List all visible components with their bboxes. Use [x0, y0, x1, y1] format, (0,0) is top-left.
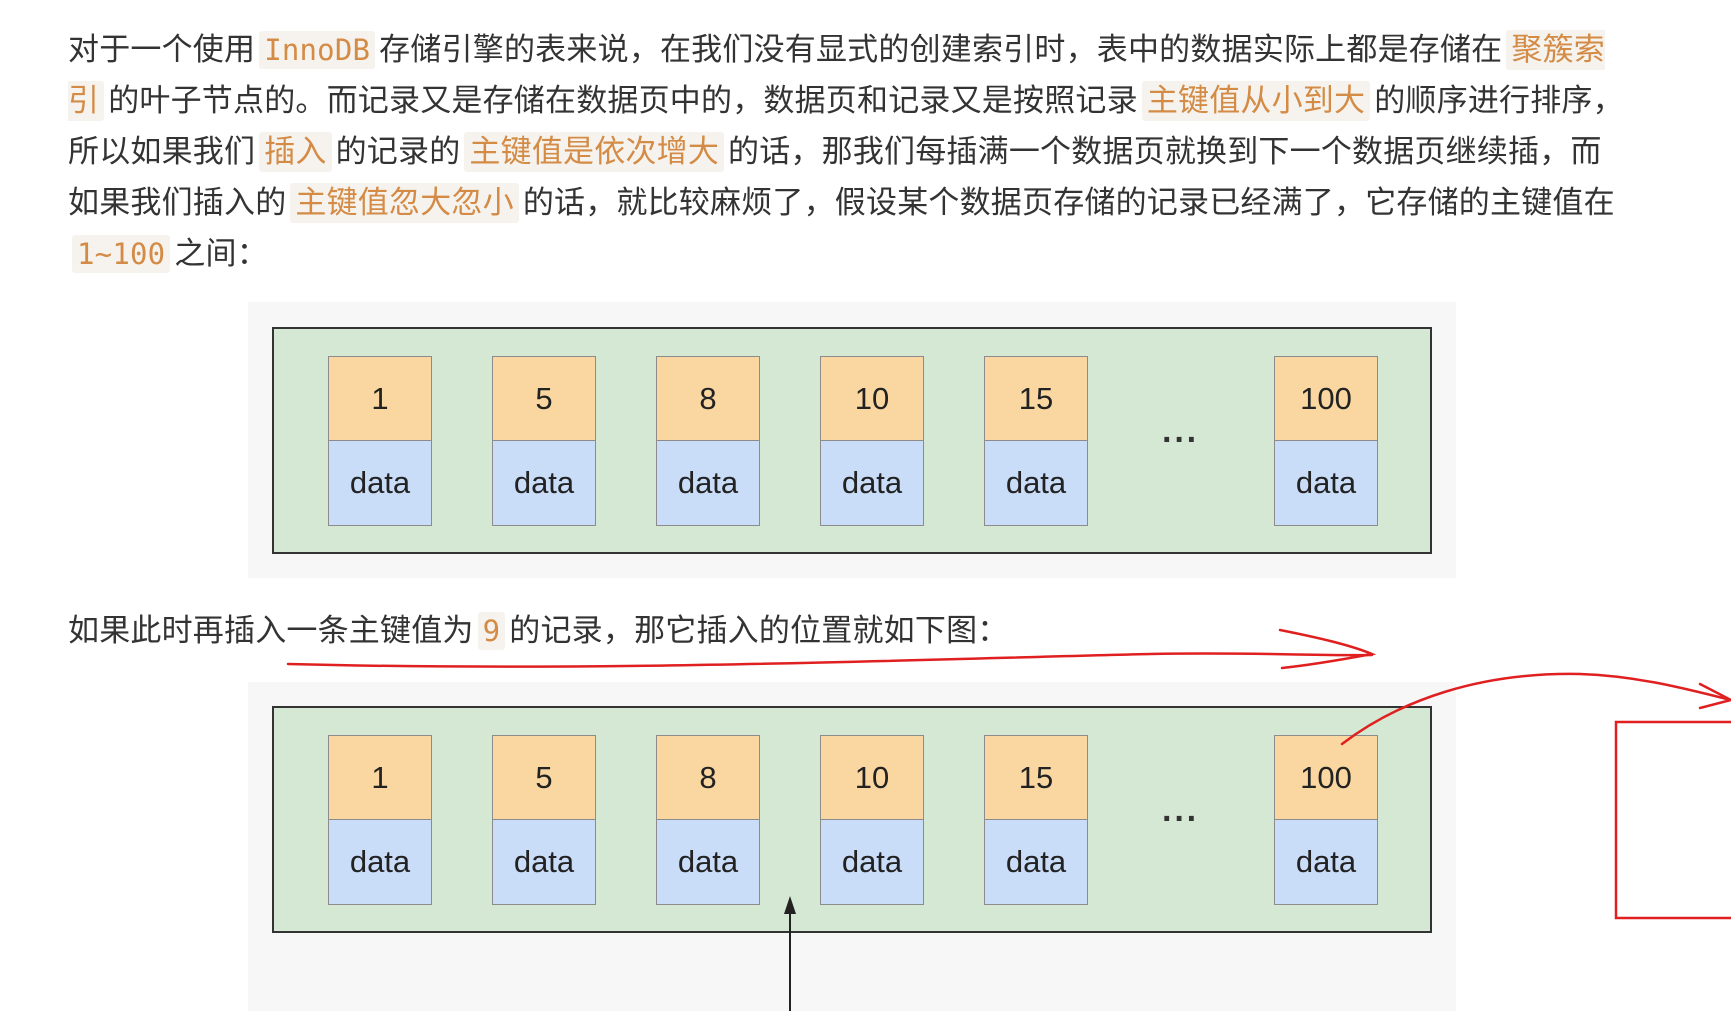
record-key: 10 — [820, 356, 924, 441]
record-key: 15 — [984, 735, 1088, 820]
record-data: data — [820, 820, 924, 905]
record-key: 1 — [328, 356, 432, 441]
record-key: 8 — [656, 356, 760, 441]
record-key: 1 — [328, 735, 432, 820]
record-key: 8 — [656, 735, 760, 820]
para1-text-3: 的叶子节点的。而记录又是存储在数据页中的，数据页和记录又是按照记录 — [108, 83, 1138, 119]
key-ascending-highlight: 主键值从小到大 — [1141, 81, 1371, 121]
para1-text-2: 存储引擎的表来说，在我们没有显式的创建索引时，表中的数据实际上都是存储在 — [379, 32, 1503, 68]
para1-text-1: 对于一个使用 — [68, 32, 256, 68]
record-key: 100 — [1274, 735, 1378, 820]
record-data: data — [984, 441, 1088, 526]
range-code: 1~100 — [72, 235, 171, 273]
record-data: data — [492, 441, 596, 526]
para2-text-2: 的记录，那它插入的位置就如下图： — [509, 613, 1009, 649]
record-key: 5 — [492, 356, 596, 441]
new-page-box-annotation — [1614, 720, 1731, 920]
insert-highlight: 插入 — [259, 132, 332, 172]
record-key: 15 — [984, 356, 1088, 441]
para2-text-1: 如果此时再插入一条主键值为 — [68, 613, 474, 649]
innodb-code: InnoDB — [259, 31, 376, 69]
curve-arrow-head-annotation — [1698, 682, 1731, 710]
key-increasing-highlight: 主键值是依次增大 — [464, 132, 725, 172]
para1-text-6: 的话，那我们每插满一个数据页就换到下一个数据页继续插，而如果我们插入的 — [68, 134, 1602, 221]
record-key: 10 — [820, 735, 924, 820]
ellipsis: ··· — [1162, 421, 1199, 459]
record-data: data — [820, 441, 924, 526]
record-key: 5 — [492, 735, 596, 820]
para1-text-4: 的顺序进行排序，所以如果我们 — [68, 83, 1624, 170]
para1-text-5: 的记录的 — [335, 134, 461, 170]
record-data: data — [492, 820, 596, 905]
record-data: data — [328, 820, 432, 905]
record-key: 100 — [1274, 356, 1378, 441]
para1-text-8: 之间： — [174, 236, 268, 272]
ellipsis: ··· — [1162, 800, 1199, 838]
record-data: data — [1274, 441, 1378, 526]
record-data: data — [1274, 820, 1378, 905]
record-data: data — [656, 820, 760, 905]
key-random-highlight: 主键值忽大忽小 — [290, 183, 519, 223]
key-nine-code: 9 — [477, 612, 506, 650]
record-data: data — [656, 441, 760, 526]
record-data: data — [328, 441, 432, 526]
record-data: data — [984, 820, 1088, 905]
para1-text-7: 的话，就比较麻烦了，假设某个数据页存储的记录已经满了，它存储的主键值在 — [522, 185, 1615, 221]
